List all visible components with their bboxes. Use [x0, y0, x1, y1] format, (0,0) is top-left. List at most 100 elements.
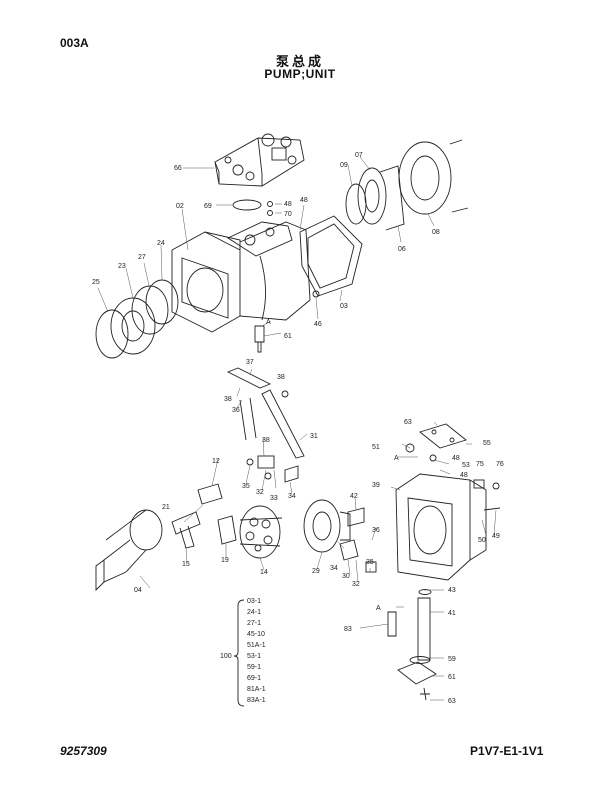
callout-42: 42 [350, 493, 358, 500]
sheet-number: P1V7-E1-1V1 [470, 744, 544, 758]
callout-19: 19 [221, 557, 229, 564]
callout-A: A [394, 455, 399, 462]
callout-06: 06 [398, 246, 406, 253]
part-27-o-ring [145, 279, 179, 325]
drawing-number: 9257309 [60, 744, 107, 758]
callout-70: 70 [284, 211, 292, 218]
callout-21: 21 [162, 504, 170, 511]
kit-label: 100 [220, 653, 232, 660]
callout-08: 08 [432, 229, 440, 236]
part-31-arm [261, 389, 305, 459]
callout-48: 48 [284, 201, 292, 208]
callout-63: 63 [404, 419, 412, 426]
callout-48: 48 [300, 197, 308, 204]
part-42-pin [347, 507, 365, 527]
callout-35: 35 [242, 483, 250, 490]
part-55-cover [419, 423, 467, 449]
part-61-plug [254, 325, 265, 343]
callout-09: 09 [340, 162, 348, 169]
part-03-gasket [299, 215, 363, 297]
callout-76: 76 [496, 461, 504, 468]
kit-item: 69-1 [247, 675, 261, 682]
part-23-bearing [110, 297, 156, 355]
kit-item: 51A-1 [247, 642, 266, 649]
kit-item: 45-10 [247, 631, 265, 638]
callout-29: 29 [312, 568, 320, 575]
part-12-ball-guide [197, 483, 223, 505]
callout-48: 48 [460, 472, 468, 479]
callout-33: 33 [270, 495, 278, 502]
part-39-rear-housing [395, 473, 487, 581]
title-english: PUMP;UNIT [264, 67, 336, 81]
callout-48: 48 [452, 455, 460, 462]
callout-61: 61 [284, 333, 292, 340]
part-37-lever [226, 367, 272, 389]
callout-63: 63 [448, 698, 456, 705]
part-29-valve-plate [303, 499, 351, 553]
callout-14: 14 [260, 569, 268, 576]
callout-50: 50 [478, 537, 486, 544]
callout-38: 38 [262, 437, 270, 444]
page-code: 003A [60, 36, 89, 50]
callout-12: 12 [212, 458, 220, 465]
kit-item: 81A-1 [247, 686, 266, 693]
callout-46: 46 [314, 321, 322, 328]
callout-32: 32 [352, 581, 360, 588]
kit-item: 27-1 [247, 620, 261, 627]
callout-41: 41 [448, 610, 456, 617]
callout-27: 27 [138, 254, 146, 261]
part-19-spring [217, 515, 237, 545]
callout-30: 30 [342, 573, 350, 580]
callout-38: 38 [277, 374, 285, 381]
callout-39: 39 [372, 482, 380, 489]
callout-36: 36 [232, 407, 240, 414]
callout-75: 75 [476, 461, 484, 468]
callout-36: 36 [372, 527, 380, 534]
part-08-cover [398, 141, 452, 215]
part-83-plug [387, 611, 397, 637]
part-14-cylinder-block [239, 505, 283, 559]
callout-37: 37 [246, 359, 254, 366]
callout-49: 49 [492, 533, 500, 540]
callout-31: 31 [310, 433, 318, 440]
callout-55: 55 [483, 440, 491, 447]
part-46-pin [312, 290, 320, 298]
part-21-center-pin [171, 511, 201, 535]
callout-32: 32 [256, 489, 264, 496]
part-25-snap-ring [95, 309, 129, 359]
part-07-bearing [357, 167, 387, 225]
kit-item: 83A-1 [247, 697, 266, 704]
callout-25: 25 [92, 279, 100, 286]
callout-43: 43 [448, 587, 456, 594]
callout-03: 03 [340, 303, 348, 310]
callout-A: A [376, 605, 381, 612]
callout-15: 15 [182, 561, 190, 568]
part-24-seal [131, 285, 169, 335]
callout-04: 04 [134, 587, 142, 594]
callout-07: 07 [355, 152, 363, 159]
callout-24: 24 [157, 240, 165, 247]
callout-59: 59 [448, 656, 456, 663]
callout-23: 23 [118, 263, 126, 270]
kit-brace [233, 599, 245, 707]
callout-69: 69 [204, 203, 212, 210]
kit-item: 24-1 [247, 609, 261, 616]
callout-34: 34 [330, 565, 338, 572]
kit-item: 59-1 [247, 664, 261, 671]
part-06-sleeve [379, 165, 405, 231]
callout-53: 53 [462, 462, 470, 469]
callout-34: 34 [288, 493, 296, 500]
callout-66: 66 [174, 165, 182, 172]
part-41-shaft [417, 597, 431, 661]
part-69-o-ring [232, 199, 262, 211]
kit-item: 03-1 [247, 598, 261, 605]
part-04-drive-shaft [95, 509, 163, 592]
kit-item: 53-1 [247, 653, 261, 660]
callout-35: 35 [366, 559, 374, 566]
callout-02: 02 [176, 203, 184, 210]
title-chinese: 泵总成 [275, 55, 324, 70]
part-02-pump-casing [171, 221, 311, 333]
part-61-cover [397, 661, 437, 685]
part-66-regulator [214, 133, 305, 187]
